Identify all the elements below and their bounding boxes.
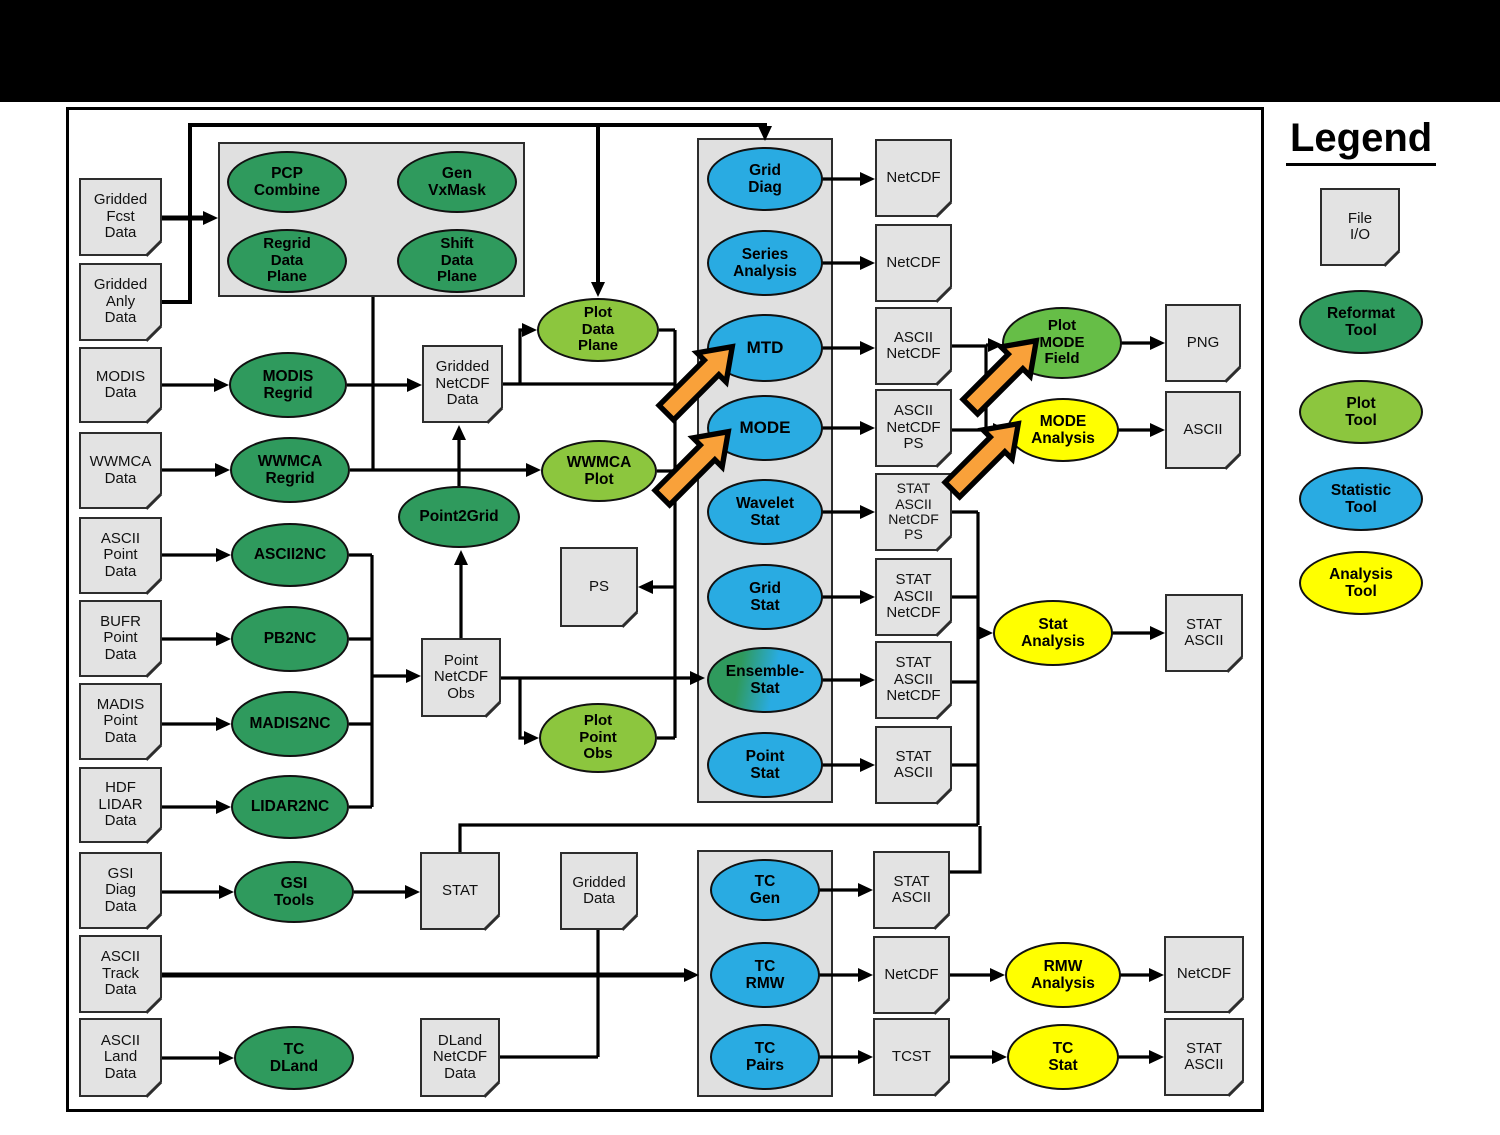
file-gridded-fcst-data: Gridded Fcst Data	[79, 178, 162, 256]
file-netcdf-tc-rmw: NetCDF	[873, 936, 950, 1014]
tool-rmw-analysis: RMW Analysis	[1005, 942, 1121, 1008]
tool-gsi-tools: GSI Tools	[234, 861, 354, 923]
file-madis-point-data: MADIS Point Data	[79, 683, 162, 760]
tool-tc-gen: TC Gen	[710, 859, 820, 921]
file-ascii-point-data: ASCII Point Data	[79, 517, 162, 594]
legend-file-io: File I/O	[1320, 188, 1400, 266]
file-tcst: TCST	[873, 1018, 950, 1096]
file-stat-ascii-tc-gen: STAT ASCII	[873, 851, 950, 929]
tool-wwmca-plot: WWMCA Plot	[541, 440, 657, 502]
tool-mtd: MTD	[707, 314, 823, 382]
tool-tc-pairs: TC Pairs	[710, 1024, 820, 1090]
tool-lidar2nc: LIDAR2NC	[231, 775, 349, 839]
file-stat-ascii-point-stat: STAT ASCII	[875, 726, 952, 804]
legend-reformat-tool: Reformat Tool	[1299, 290, 1423, 354]
tool-point-stat: Point Stat	[707, 732, 823, 798]
tool-plot-mode-field: Plot MODE Field	[1002, 307, 1122, 379]
tool-mode-analysis: MODE Analysis	[1007, 398, 1119, 462]
tool-gen-vxmask: Gen VxMask	[397, 151, 517, 213]
file-gridded-anly-data: Gridded Anly Data	[79, 263, 162, 341]
tool-tc-stat: TC Stat	[1007, 1024, 1119, 1090]
tool-grid-stat: Grid Stat	[707, 564, 823, 630]
file-hdf-lidar-data: HDF LIDAR Data	[79, 767, 162, 843]
tool-grid-diag: Grid Diag	[707, 147, 823, 211]
file-bufr-point-data: BUFR Point Data	[79, 600, 162, 677]
file-netcdf-series-analysis: NetCDF	[875, 224, 952, 302]
file-ascii-track-data: ASCII Track Data	[79, 935, 162, 1013]
top-black-bar	[0, 0, 1500, 102]
file-netcdf-grid-diag: NetCDF	[875, 139, 952, 217]
file-wwmca-data: WWMCA Data	[79, 432, 162, 509]
tool-ensemble-stat: Ensemble- Stat	[707, 647, 823, 713]
file-ps: PS	[560, 547, 638, 627]
file-gridded-netcdf-data: Gridded NetCDF Data	[422, 345, 503, 423]
file-gsi-diag-data: GSI Diag Data	[79, 852, 162, 929]
legend-title: Legend	[1286, 116, 1437, 166]
file-stat-ascii-stat-analysis: STAT ASCII	[1165, 594, 1243, 672]
file-modis-data: MODIS Data	[79, 347, 162, 423]
file-dland-netcdf-data: DLand NetCDF Data	[420, 1018, 500, 1097]
file-gridded-data: Gridded Data	[560, 852, 638, 930]
tool-plot-point-obs: Plot Point Obs	[539, 703, 657, 773]
file-stat-ascii-netcdf-grid-stat: STAT ASCII NetCDF	[875, 558, 952, 636]
legend-statistic-tool: Statistic Tool	[1299, 467, 1423, 531]
tool-pcp-combine: PCP Combine	[227, 151, 347, 213]
file-netcdf-rmw-analysis: NetCDF	[1164, 936, 1244, 1013]
tool-tc-rmw: TC RMW	[710, 942, 820, 1008]
tool-series-analysis: Series Analysis	[707, 230, 823, 296]
file-ascii-netcdf-ps-mode: ASCII NetCDF PS	[875, 389, 952, 467]
file-stat: STAT	[420, 852, 500, 930]
tool-point2grid: Point2Grid	[398, 486, 520, 548]
file-ascii: ASCII	[1165, 391, 1241, 469]
tool-madis2nc: MADIS2NC	[231, 691, 349, 757]
tool-ascii2nc: ASCII2NC	[231, 523, 349, 587]
file-point-netcdf-obs: Point NetCDF Obs	[421, 638, 501, 717]
legend-plot-tool: Plot Tool	[1299, 380, 1423, 444]
tool-wwmca-regrid: WWMCA Regrid	[230, 437, 350, 503]
tool-shift-data-plane: Shift Data Plane	[397, 229, 517, 293]
tool-pb2nc: PB2NC	[231, 606, 349, 672]
file-ascii-land-data: ASCII Land Data	[79, 1018, 162, 1097]
tool-plot-data-plane: Plot Data Plane	[537, 298, 659, 362]
tool-stat-analysis: Stat Analysis	[993, 600, 1113, 666]
tool-tc-dland: TC DLand	[234, 1026, 354, 1090]
file-ascii-netcdf-mtd: ASCII NetCDF	[875, 307, 952, 385]
legend-analysis-tool: Analysis Tool	[1299, 551, 1423, 615]
tool-regrid-data-plane: Regrid Data Plane	[227, 229, 347, 293]
file-stat-ascii-netcdf-ensemble: STAT ASCII NetCDF	[875, 641, 952, 719]
file-png: PNG	[1165, 304, 1241, 382]
file-stat-ascii-tc-stat: STAT ASCII	[1164, 1018, 1244, 1096]
tool-wavelet-stat: Wavelet Stat	[707, 479, 823, 545]
file-stat-ascii-netcdf-ps-wavelet: STAT ASCII NetCDF PS	[875, 473, 952, 551]
tool-modis-regrid: MODIS Regrid	[229, 352, 347, 418]
tool-mode: MODE	[707, 395, 823, 461]
